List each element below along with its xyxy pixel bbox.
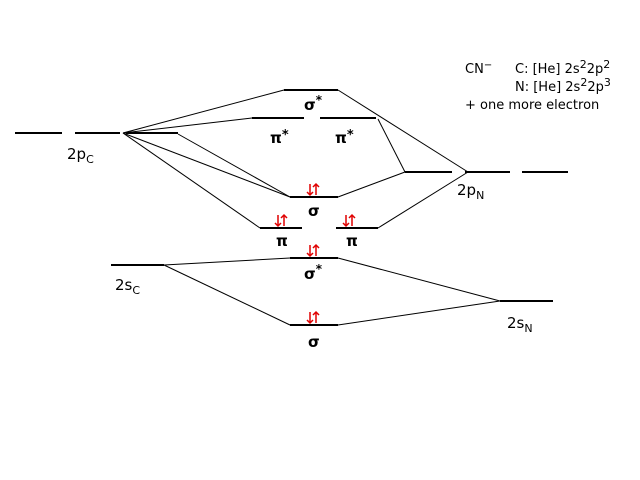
- nitrogen-configuration: N: [He] 2s22p3: [515, 76, 611, 95]
- spin-up-arrow-icon: [312, 182, 320, 195]
- electron-pair-pi-a: [274, 213, 288, 228]
- connector: [163, 264, 291, 326]
- electron-pair-sigma-2p: [306, 182, 320, 197]
- carbon-2p-label: 2pC: [67, 145, 94, 166]
- pi-label-a: π: [276, 232, 288, 250]
- connector: [122, 117, 253, 134]
- pi-label-b: π: [346, 232, 358, 250]
- connector: [337, 257, 501, 302]
- electron-pair-sigma-star-2s: [306, 243, 320, 258]
- sigma-star-2p-label: σ*: [304, 93, 323, 114]
- pi-star-label-a: π*: [270, 128, 289, 147]
- sigma-2p-label: σ: [308, 202, 320, 220]
- sigma-star-2s-label: σ*: [304, 262, 323, 283]
- spin-up-arrow-icon: [280, 213, 288, 226]
- connector: [122, 132, 291, 198]
- electron-pair-pi-b: [342, 213, 356, 228]
- connector: [337, 89, 469, 173]
- spin-down-arrow-icon: [306, 184, 314, 197]
- connector: [177, 133, 291, 198]
- spin-down-arrow-icon: [274, 215, 282, 228]
- carbon-configuration: C: [He] 2s22p2: [515, 58, 610, 77]
- connector: [337, 300, 501, 326]
- electron-pair-sigma-2s: [306, 310, 320, 325]
- extra-electron-note: + one more electron: [465, 98, 599, 113]
- ion-label: CN−: [465, 60, 492, 77]
- spin-down-arrow-icon: [306, 245, 314, 258]
- nitrogen-2p-label: 2pN: [457, 181, 484, 202]
- connector: [163, 257, 291, 266]
- connector: [122, 132, 261, 229]
- electron-configuration-notes: CN− C: [He] 2s22p2 N: [He] 2s22p3 + one …: [465, 58, 611, 113]
- pi-star-label-b: π*: [335, 128, 354, 147]
- connector: [377, 118, 406, 173]
- connector: [122, 89, 285, 134]
- nitrogen-2s-label: 2sN: [507, 314, 533, 335]
- connector: [337, 171, 406, 198]
- spin-down-arrow-icon: [342, 215, 350, 228]
- sigma-2s-label: σ: [308, 333, 320, 351]
- spin-up-arrow-icon: [348, 213, 356, 226]
- connection-lines: [122, 89, 501, 326]
- spin-up-arrow-icon: [312, 243, 320, 256]
- carbon-2s-label: 2sC: [115, 276, 140, 297]
- connector: [377, 171, 469, 229]
- spin-up-arrow-icon: [312, 310, 320, 323]
- spin-down-arrow-icon: [306, 312, 314, 325]
